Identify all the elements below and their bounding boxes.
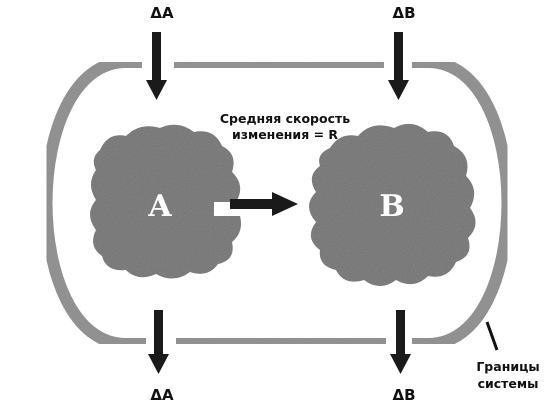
delta-b-bottom-label: ΔB [392,386,415,404]
outflow-arrow-b [390,310,411,374]
inflow-arrow-a [146,32,167,100]
blob-a [90,124,241,279]
system-boundary [40,56,514,350]
outflow-arrow-a [148,310,169,374]
boundary-right-arc [412,56,514,350]
boundary-caption-line1: Границы [476,359,539,374]
boundary-left-arc [40,56,146,350]
blob-b [309,123,476,286]
delta-b-top-label: ΔB [392,4,415,22]
rate-caption-line2: изменения = R [232,127,338,142]
rate-caption-line1: Средняя скорость [220,111,350,126]
node-b-label: B [379,189,404,224]
delta-a-bottom-label: ΔA [150,386,174,404]
boundary-caption-line2: системы [478,376,539,391]
delta-a-top-label: ΔA [150,4,174,22]
boundary-leader-line [485,321,499,351]
reaction-arrow [230,192,298,216]
inflow-arrow-b [388,32,409,100]
node-a-label: A [147,189,172,224]
